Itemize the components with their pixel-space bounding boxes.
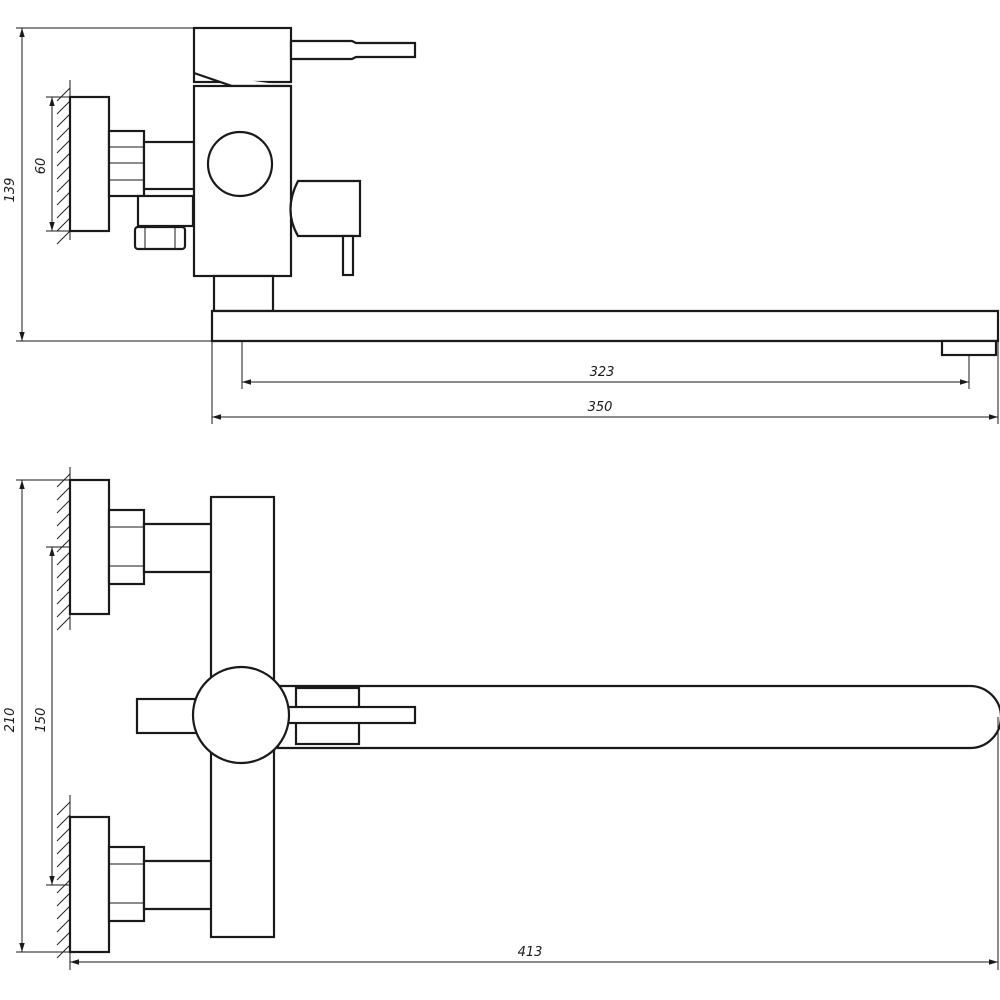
connecting-arm-top-lower <box>142 859 216 911</box>
spout-top <box>276 684 1000 750</box>
diverter-pull-rod-side <box>341 234 355 277</box>
wall-hatch-top-upper <box>56 467 71 631</box>
connecting-arm-top-upper <box>142 522 216 574</box>
dim-side-height: 139 <box>3 27 212 342</box>
lever-handle-side <box>289 39 417 61</box>
dim-label-mount-height: 60 <box>34 158 49 175</box>
side-view: 139 60 323 350 <box>3 26 1000 424</box>
dim-top-depth: 413 <box>70 717 999 970</box>
wall-hatch-top-lower <box>56 795 71 970</box>
diverter-knob-side <box>206 130 274 198</box>
cartridge-cap-side <box>192 26 293 84</box>
dim-label-overall-width: 210 <box>3 708 18 733</box>
dim-side-reach: 323 <box>241 341 970 389</box>
dim-label-overall-length: 350 <box>588 400 613 415</box>
dim-label-total-height: 139 <box>3 178 18 203</box>
wall-flange-top-lower <box>68 815 111 954</box>
dim-label-center-distance: 150 <box>34 708 49 733</box>
eccentric-connector-top-lower <box>107 845 146 923</box>
dim-side-mount: 60 <box>34 96 70 232</box>
dim-top-centers: 150 <box>34 546 70 886</box>
aerator-side <box>940 339 998 357</box>
lower-fitting-side <box>136 194 195 228</box>
diverter-lever-top <box>135 697 199 735</box>
cartridge-cap-top <box>191 665 291 765</box>
drain-nut-side <box>133 225 187 251</box>
spout-neck-side <box>212 274 275 313</box>
dim-top-width: 210 <box>3 479 70 953</box>
top-view: 210 150 413 <box>3 467 1000 970</box>
wall-flange-side <box>68 95 111 233</box>
wall-hatch-side <box>56 80 71 245</box>
wall-flange-top-upper <box>68 478 111 616</box>
connecting-arm-side <box>142 140 196 191</box>
dim-label-overall-depth: 413 <box>518 945 543 960</box>
lever-handle-top <box>278 705 417 725</box>
dim-side-length: 350 <box>211 341 999 424</box>
diverter-switch-side <box>289 179 362 238</box>
eccentric-connector-top-upper <box>107 508 146 586</box>
dim-label-spout-reach: 323 <box>590 365 615 380</box>
spout-side <box>210 309 1000 343</box>
